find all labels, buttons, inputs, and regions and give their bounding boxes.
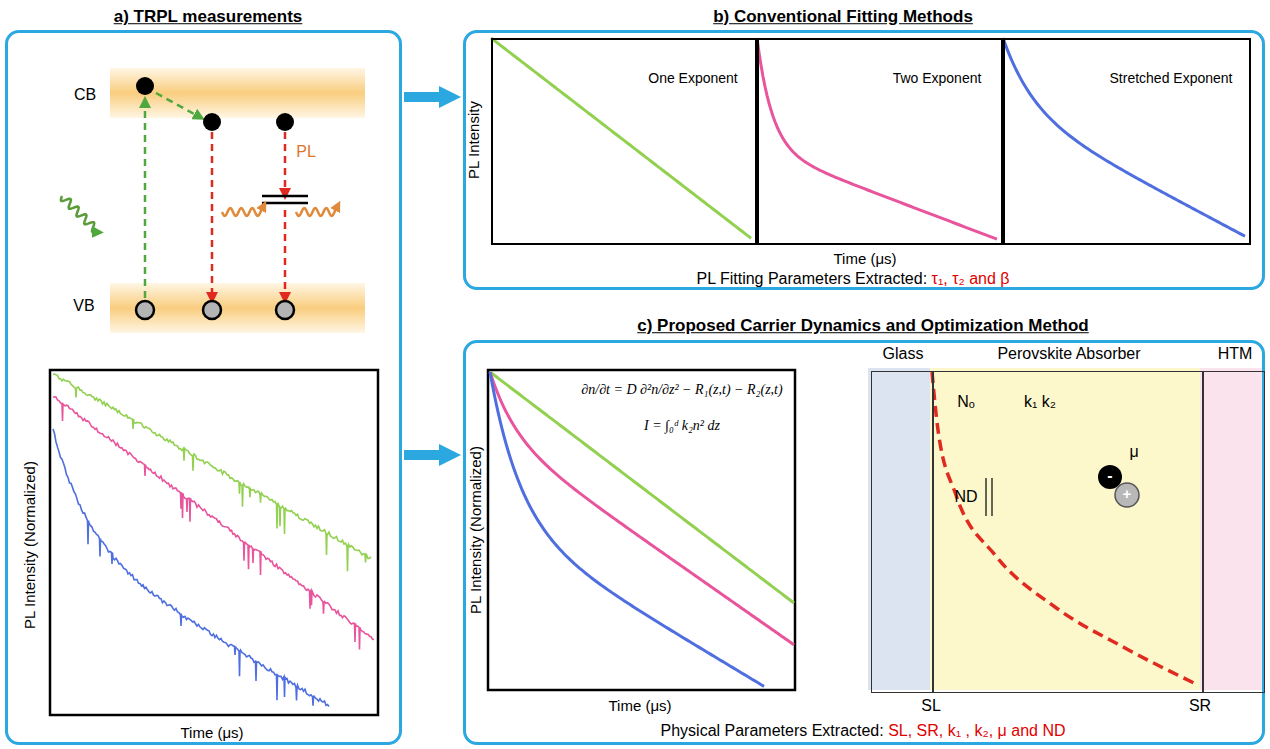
panel-heading: a) TRPL measurements <box>114 7 303 27</box>
hole <box>203 301 221 319</box>
box-label: Stretched Exponent <box>1110 70 1233 86</box>
panel-box: GlassPerovskite AbsorberHTMc) Proposed C… <box>463 340 1265 745</box>
diagram-label: PL <box>296 143 316 161</box>
trpl-trace <box>53 429 329 706</box>
trap-arrow <box>284 210 287 294</box>
layer-box: HTM <box>1203 371 1265 693</box>
diagram-label: SR <box>1189 697 1211 715</box>
plot-frame <box>488 370 795 690</box>
model-curve <box>490 372 764 686</box>
diagram-label: VB <box>73 297 94 315</box>
carrier-profile <box>932 372 1198 685</box>
pl-wave <box>296 208 336 216</box>
box-label: Glass <box>883 345 924 363</box>
diagram-label: ND <box>954 488 977 506</box>
electron <box>136 77 154 95</box>
relaxation-arrow <box>156 93 196 115</box>
model-curve <box>490 372 794 603</box>
box-label: One Exponent <box>648 70 738 86</box>
box-label: PL Fitting Parameters Extracted: τ₁, τ₂ … <box>697 270 1010 288</box>
text-part: SL, SR, k₁ , k₂, μ and ND <box>888 722 1065 739</box>
diagram-label: k₁ k₂ <box>1024 393 1056 411</box>
box-label: Two Exponent <box>893 70 982 86</box>
text-part: Physical Parameters Extracted: <box>661 722 889 739</box>
fit-curve <box>491 38 751 238</box>
axis-label: PL Intensity (Normalized) <box>22 461 39 629</box>
plot-box: One Exponent <box>491 38 757 245</box>
photon-wave <box>61 196 94 232</box>
text-part: PL Fitting Parameters Extracted: <box>697 270 932 287</box>
diagram-label: SL <box>921 697 941 715</box>
recombination-arrow <box>211 132 214 294</box>
model-curve <box>490 372 794 645</box>
plot-box: Stretched Exponent <box>1003 38 1251 245</box>
text-part: τ₁, τ₂ and β <box>932 270 1010 287</box>
box-label: HTM <box>1218 345 1253 363</box>
fit-curve <box>1003 38 1245 236</box>
diagram-label: CB <box>74 86 96 104</box>
trap-arrow <box>284 132 287 190</box>
diagram-label: Time (μs) <box>833 251 896 268</box>
box-label: Perovskite Absorber <box>997 345 1140 363</box>
diagram-label: ∂n/∂t = D ∂²n/∂z² − R₁(z,t) − R₂(z,t) <box>581 382 782 397</box>
axis-label: PL Intensity (Normalized) <box>468 446 485 614</box>
defect-mark <box>991 478 993 516</box>
conduction-band <box>110 68 365 118</box>
panel-box: a) TRPL measurements <box>5 30 402 745</box>
flow-arrow <box>404 92 439 102</box>
htm-fill <box>1200 368 1262 690</box>
defect-mark <box>985 478 987 516</box>
electron <box>203 113 221 131</box>
diagram-label: μ <box>1129 443 1138 461</box>
pl-wave <box>222 208 262 216</box>
hole <box>1115 483 1139 507</box>
layer-box: Glass <box>871 371 933 693</box>
diagram-label: Time (μs) <box>180 725 243 742</box>
electron <box>1098 465 1122 489</box>
diagram-label: Time (μs) <box>608 698 671 715</box>
valence-band <box>110 283 365 333</box>
panel-heading: b) Conventional Fitting Methods <box>713 7 973 27</box>
hole <box>136 301 154 319</box>
box-label: Physical Parameters Extracted: SL, SR, k… <box>661 722 1066 740</box>
trap-level <box>262 195 308 198</box>
diagram-label: - <box>1107 467 1112 485</box>
hole <box>276 301 294 319</box>
layer-box: Perovskite Absorber <box>933 371 1203 693</box>
diagram-label: + <box>1123 486 1132 503</box>
fit-curve <box>757 38 997 239</box>
diagram-label: I = ∫₀ᵈ k₂n² dz <box>644 418 720 433</box>
flow-arrow <box>404 450 439 460</box>
panel-heading: c) Proposed Carrier Dynamics and Optimiz… <box>637 316 1089 336</box>
absorber-fill <box>930 368 1200 690</box>
axis-label: PL Intensity <box>466 101 483 179</box>
electron <box>276 113 294 131</box>
diagram-label: Nₒ <box>957 393 975 411</box>
glass-fill <box>868 368 930 690</box>
plot-frame <box>50 370 378 715</box>
plot-box: Two Exponent <box>757 38 1003 245</box>
excitation-arrow <box>144 106 147 298</box>
trap-level <box>262 202 308 205</box>
trpl-trace <box>53 397 374 650</box>
